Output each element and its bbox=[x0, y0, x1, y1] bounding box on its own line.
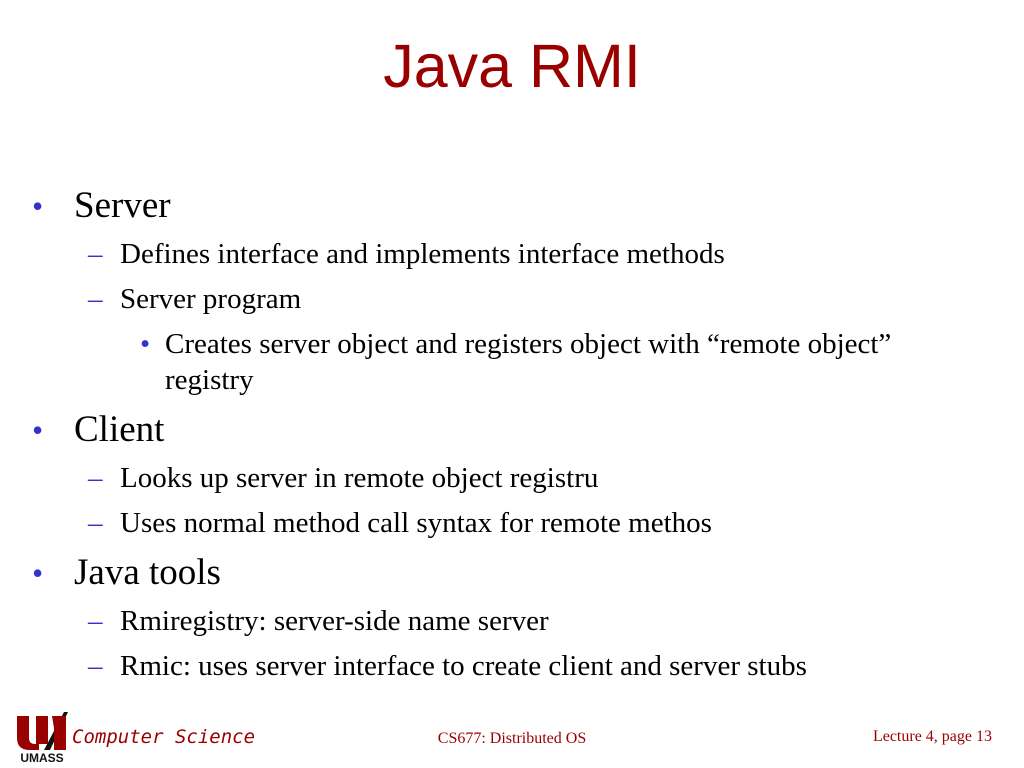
bullet-marker: • bbox=[140, 328, 151, 360]
bullet-marker: • bbox=[32, 555, 44, 591]
sub-bullet: –Rmic: uses server interface to create c… bbox=[88, 648, 807, 684]
dash-marker: – bbox=[88, 462, 103, 494]
dash-marker: – bbox=[88, 283, 103, 315]
page-number: Lecture 4, page 13 bbox=[872, 728, 992, 745]
sub-bullet-text: Server program bbox=[120, 283, 302, 315]
bullet-client: • Client bbox=[32, 408, 164, 452]
slide-footer: UMASS Computer Science CS677: Distribute… bbox=[0, 704, 1024, 768]
dash-marker: – bbox=[88, 650, 103, 682]
umass-logo-icon: UMASS bbox=[14, 710, 70, 764]
dash-marker: – bbox=[88, 605, 103, 637]
logo-lettering: UMASS bbox=[20, 751, 63, 764]
sub-bullet-text: Rmic: uses server interface to create cl… bbox=[120, 650, 807, 682]
dash-marker: – bbox=[88, 238, 103, 270]
bullet-text: Client bbox=[74, 409, 165, 450]
bullet-text: Java tools bbox=[74, 552, 221, 593]
sub-sub-bullet-text: Creates server object and registers obje… bbox=[165, 328, 892, 396]
sub-bullet: –Server program bbox=[88, 281, 301, 317]
sub-bullet: –Uses normal method call syntax for remo… bbox=[88, 505, 712, 541]
sub-bullet-text: Defines interface and implements interfa… bbox=[120, 238, 725, 270]
sub-bullet: –Looks up server in remote object regist… bbox=[88, 460, 598, 496]
slide-content: •Server –Defines interface and implement… bbox=[32, 184, 940, 684]
sub-bullet-text: Rmiregistry: server-side name server bbox=[120, 605, 549, 637]
sub-bullet-text: Uses normal method call syntax for remot… bbox=[120, 507, 712, 539]
department-label: Computer Science bbox=[72, 726, 256, 748]
sub-sub-bullet: • Creates server object and registers ob… bbox=[140, 326, 940, 398]
slide-title: Java RMI bbox=[383, 32, 641, 100]
course-label: CS677: Distributed OS bbox=[437, 730, 587, 747]
sub-bullet: –Rmiregistry: server-side name server bbox=[88, 603, 549, 639]
bullet-marker: • bbox=[32, 412, 44, 448]
dash-marker: – bbox=[88, 507, 103, 539]
sub-bullet-text: Looks up server in remote object registr… bbox=[120, 462, 599, 494]
sub-bullet: –Defines interface and implements interf… bbox=[88, 236, 725, 272]
bullet-text: Server bbox=[74, 185, 171, 226]
bullet-java-tools: • Java tools bbox=[32, 551, 221, 595]
bullet-server: • Server bbox=[32, 184, 171, 228]
bullet-marker: • bbox=[32, 188, 44, 224]
